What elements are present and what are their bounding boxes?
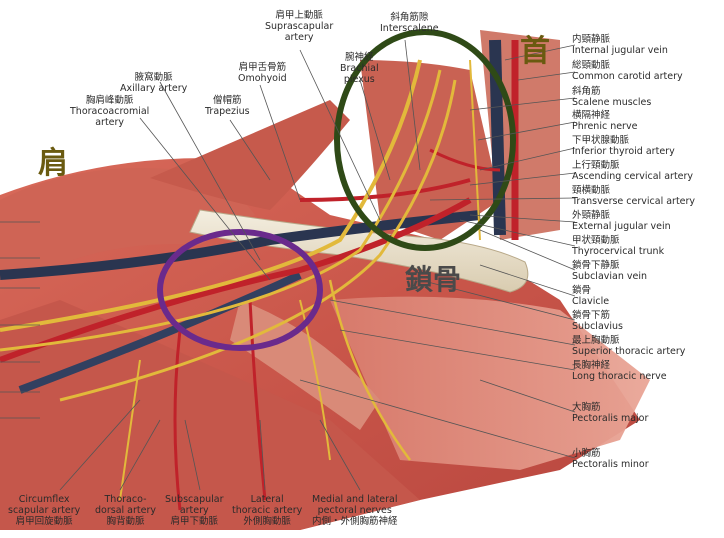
label-thyrocervical-trunk: 甲状頸動脈 Thyrocervical trunk xyxy=(572,235,665,257)
pectoralis-minor-muscle xyxy=(230,300,380,430)
label-brachial-plexus: 腕神経 Brachial plexus xyxy=(340,52,379,85)
label-axillary-artery: 腋窩動脈 Axillary artery xyxy=(120,72,188,94)
thoracodorsal-nerve xyxy=(119,359,141,501)
long-thoracic-nerve xyxy=(328,279,412,461)
label-interscalene: 斜角筋隙 Interscalene xyxy=(380,12,439,34)
label-scalene-muscles: 斜角筋 Scalene muscles xyxy=(572,86,652,108)
label-trapezius: 僧帽筋 Trapezius xyxy=(205,95,250,117)
label-internal-jugular-vein: 内頸静脈 Internal jugular vein xyxy=(572,34,668,56)
label-superior-thoracic-artery: 最上胸動脈 Superior thoracic artery xyxy=(572,335,686,357)
trapezius-muscle xyxy=(150,100,350,210)
label-circumflex-scapular-artery: Circumflex scapular artery 肩甲回旋動脈 xyxy=(8,494,81,527)
inferior-thyroid-artery xyxy=(429,148,501,172)
label-common-carotid-artery: 総頸動脈 Common carotid artery xyxy=(572,60,683,82)
subscapular-artery xyxy=(173,329,182,511)
subclavian-artery xyxy=(0,197,472,363)
deltoid-muscle xyxy=(0,168,255,280)
neck-region-circle xyxy=(334,29,516,251)
label-long-thoracic-nerve: 長胸神経 Long thoracic nerve xyxy=(572,360,667,382)
region-label-shoulder: 肩 xyxy=(38,146,68,181)
label-thoracodorsal-artery: Thoraco- dorsal artery 胸背動脈 xyxy=(95,494,157,527)
label-subclavian-vein: 鎖骨下静脈 Subclavian vein xyxy=(572,260,648,282)
label-ascending-cervical-artery: 上行頸動脈 Ascending cervical artery xyxy=(572,160,694,182)
pectoral-nerves xyxy=(299,299,331,461)
axilla-region-circle xyxy=(157,229,323,351)
label-pectoralis-major: 大胸筋 Pectoralis major xyxy=(572,402,649,424)
region-label-neck: 首 xyxy=(520,34,550,69)
label-thoracoacromial-artery: 胸肩峰動脈 Thoracoacromial artery xyxy=(70,95,150,128)
axillary-vein xyxy=(18,271,302,394)
label-subscapular-artery: Subscapular artery 肩甲下動脈 xyxy=(165,494,224,527)
label-omohyoid: 肩甲舌骨筋 Omohyoid xyxy=(238,62,287,84)
label-phrenic-nerve: 横隔神経 Phrenic nerve xyxy=(572,110,638,132)
brachial-plexus-2 xyxy=(0,69,442,352)
label-suprascapular-artery: 肩甲上動脈 Suprascapular artery xyxy=(265,10,334,43)
label-inferior-thyroid-artery: 下甲状腺動脈 Inferior thyroid artery xyxy=(572,135,675,157)
label-clavicle: 鎖骨 Clavicle xyxy=(572,285,610,307)
label-external-jugular-vein: 外頸静脈 External jugular vein xyxy=(572,210,671,232)
label-pectoral-nerves: Medial and lateral pectoral nerves 内側・外側… xyxy=(312,494,398,527)
label-subclavius: 鎖骨下筋 Subclavius xyxy=(572,310,623,332)
region-label-clavicle: 鎖骨 xyxy=(405,263,462,296)
subclavian-vein xyxy=(0,210,481,280)
brachial-plexus xyxy=(0,59,422,332)
phrenic-nerve xyxy=(469,59,481,241)
label-pectoralis-minor: 小胸筋 Pectoralis minor xyxy=(572,448,649,470)
label-lateral-thoracic-artery: Lateral thoracic artery 外側胸動脈 xyxy=(232,494,303,527)
lateral-thoracic-artery xyxy=(248,299,267,501)
label-transverse-cervical-artery: 頸横動脈 Transverse cervical artery xyxy=(572,185,696,207)
brachial-plexus-3 xyxy=(59,79,457,402)
leader-lines xyxy=(0,39,576,491)
